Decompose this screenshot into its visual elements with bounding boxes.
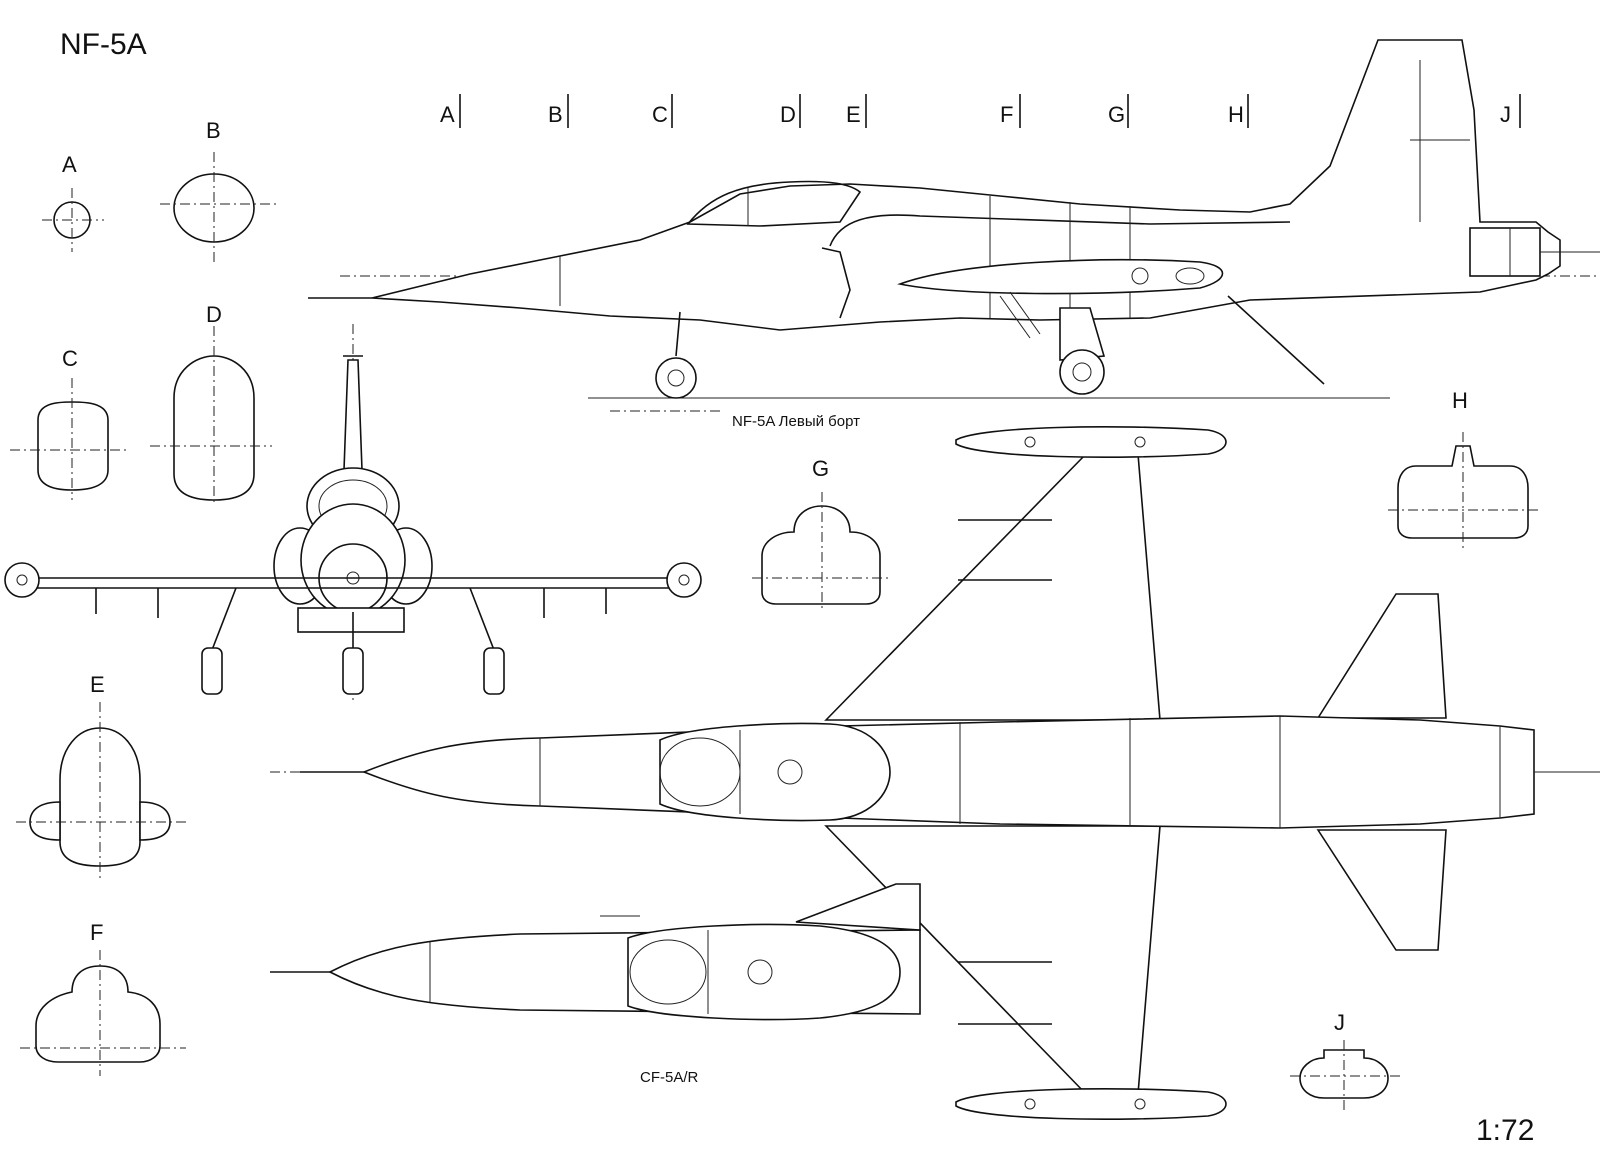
section-g-label: G	[812, 456, 829, 481]
station-marker-f: F	[1000, 102, 1013, 127]
station-marker-c: C	[652, 102, 668, 127]
scale-label: 1:72	[1476, 1114, 1534, 1147]
station-marker-d: D	[780, 102, 796, 127]
section-j-label: J	[1334, 1010, 1345, 1035]
drawing-title: NF-5A	[60, 28, 147, 61]
side-view	[308, 39, 1600, 412]
cf-variant-caption: CF-5A/R	[640, 1069, 699, 1086]
section-h-label: H	[1452, 388, 1468, 413]
section-c-label: C	[62, 346, 78, 371]
station-marker-g: G	[1108, 102, 1125, 127]
station-marker-h: H	[1228, 102, 1244, 127]
section-f-label: F	[90, 920, 103, 945]
front-view	[4, 324, 702, 700]
station-markers: A B C D E F G H J	[440, 94, 1521, 128]
section-e-label: E	[90, 672, 105, 697]
station-marker-a: A	[440, 102, 455, 127]
section-b-label: B	[206, 118, 221, 143]
station-marker-b: B	[548, 102, 563, 127]
side-view-caption: NF-5A Левый борт	[732, 413, 860, 430]
cf-variant-view	[270, 883, 921, 1021]
section-d-label: D	[206, 302, 222, 327]
section-a-label: A	[62, 152, 77, 177]
station-marker-e: E	[846, 102, 861, 127]
section-profiles: A B C D E F G H	[10, 118, 1540, 1110]
station-marker-j: J	[1500, 102, 1511, 127]
